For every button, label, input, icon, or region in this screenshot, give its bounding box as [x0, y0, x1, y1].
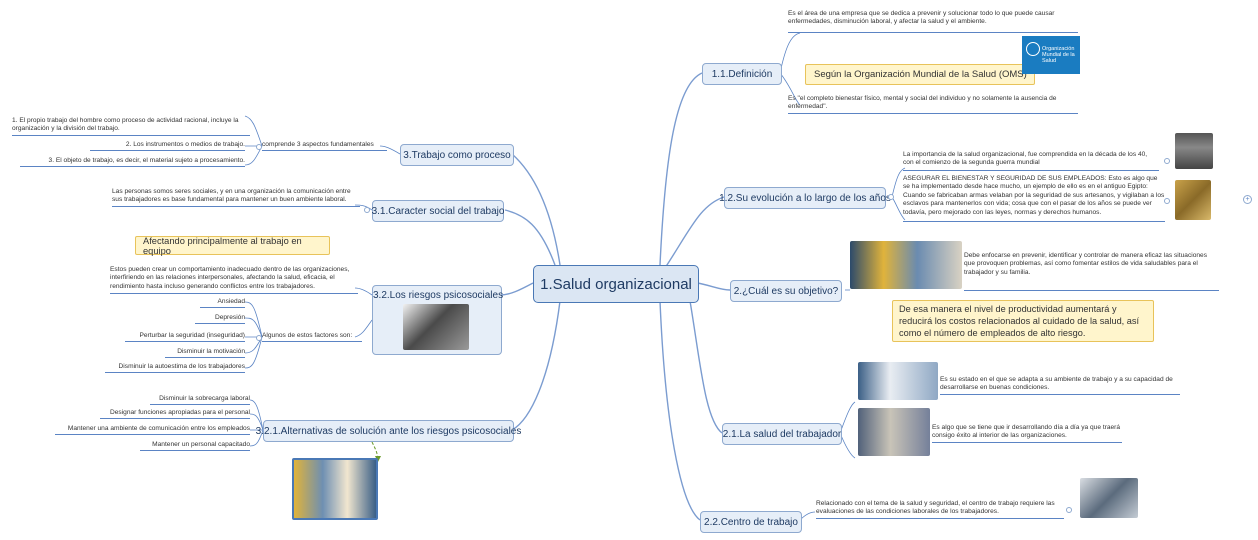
- definicion-callout: Según la Organización Mundial de la Salu…: [805, 64, 1035, 85]
- globe-icon: [1026, 42, 1040, 56]
- alternativa-2: Designar funciones apropiadas para el pe…: [100, 409, 250, 419]
- branch-circle[interactable]: [256, 335, 262, 341]
- riesgos-callout: Afectando principalmente al trabajo en e…: [135, 236, 330, 256]
- factor-motivacion: Disminuir la motivación: [165, 348, 245, 358]
- definicion-text: Es el área de una empresa que se dedica …: [788, 10, 1078, 33]
- riesgos-text: Estos pueden crear un comportamiento ina…: [110, 266, 358, 294]
- branch-circle[interactable]: [1164, 158, 1170, 164]
- topic-caracter-social[interactable]: 3.1.Caracter social del trabajo: [372, 200, 504, 222]
- salud-trabajador-text-1: Es su estado en el que se adapta a su am…: [940, 376, 1180, 395]
- evolucion-text-2: ASEGURAR EL BIENESTAR Y SEGURIDAD DE SUS…: [903, 175, 1165, 222]
- evolucion-text-1: La importancia de la salud organizaciona…: [903, 151, 1159, 171]
- branch-circle[interactable]: [364, 207, 370, 213]
- branch-circle[interactable]: [256, 144, 262, 150]
- factor-ansiedad: Ansiedad: [200, 298, 245, 308]
- alternativa-4: Mantener un personal capacitado: [140, 441, 250, 451]
- topic-riesgos-label: 3.2.Los riesgos psicosociales: [373, 290, 504, 301]
- topic-trabajo-proceso[interactable]: 3.Trabajo como proceso: [400, 144, 514, 166]
- team-office-image: [858, 408, 930, 456]
- riesgos-connector: Algunos de estos factores son:: [262, 332, 362, 342]
- workplace-desk-image: [1080, 478, 1138, 518]
- factor-depresion: Depresión: [195, 314, 245, 324]
- centro-text: Relacionado con el tema de la salud y se…: [816, 500, 1064, 519]
- branch-circle[interactable]: [1066, 507, 1072, 513]
- trabajo-item-3: 3. El objeto de trabajo, es decir, el ma…: [20, 157, 245, 167]
- oms-logo: Organización Mundial de la Salud: [1022, 36, 1080, 74]
- oms-logo-text: Organización Mundial de la Salud: [1042, 46, 1075, 64]
- definicion-quote: Es "el completo bienestar físico, mental…: [788, 95, 1078, 114]
- topic-salud-trabajador[interactable]: 2.1.La salud del trabajador: [722, 423, 842, 445]
- office-meeting-image: [858, 362, 938, 400]
- factor-inseguridad: Perturbar la seguridad (inseguridad): [125, 332, 245, 342]
- ww2-soldiers-image: [1175, 133, 1213, 169]
- topic-evolucion[interactable]: 1.2.Su evolución a lo largo de los años: [719, 187, 891, 209]
- objetivo-callout: De esa manera el nivel de productividad …: [892, 300, 1154, 342]
- trabajo-item-1: 1. El propio trabajo del hombre como pro…: [12, 117, 250, 136]
- salud-trabajador-text-2: Es algo que se tiene que ir desarrolland…: [932, 424, 1122, 443]
- trabajo-item-2: 2. Los instrumentos o medios de trabajo.: [90, 141, 245, 151]
- topic-alternativas[interactable]: 3.2.1.Alternativas de solución ante los …: [256, 420, 521, 442]
- topic-definicion[interactable]: 1.1.Definición: [702, 63, 782, 85]
- stressed-worker-image: [403, 304, 469, 350]
- objetivo-text: Debe enfocarse en prevenir, identificar …: [964, 252, 1219, 291]
- trabajo-proceso-connector: comprende 3 aspectos fundamentales: [262, 141, 387, 151]
- caracter-social-text: Las personas somos seres sociales, y en …: [112, 188, 360, 207]
- factor-autoestima: Disminuir la autoestima de los trabajado…: [105, 363, 245, 373]
- topic-centro[interactable]: 2.2.Centro de trabajo: [700, 511, 802, 533]
- egypt-artisans-image: [1175, 180, 1211, 220]
- workers-helmets-image: [850, 241, 962, 289]
- branch-circle[interactable]: [1164, 198, 1170, 204]
- alternativa-3: Mantener una ambiente de comunicación en…: [55, 425, 250, 435]
- topic-objetivo[interactable]: 2.¿Cuál es su objetivo?: [730, 280, 842, 302]
- central-topic[interactable]: 1.Salud organizacional: [533, 265, 699, 303]
- expand-icon[interactable]: +: [1243, 195, 1252, 204]
- alternativa-1: Disminuir la sobrecarga laboral: [150, 395, 250, 405]
- team-helmets-image: [292, 458, 378, 520]
- topic-riesgos[interactable]: 3.2.Los riesgos psicosociales: [372, 285, 504, 355]
- branch-circle[interactable]: [888, 194, 894, 200]
